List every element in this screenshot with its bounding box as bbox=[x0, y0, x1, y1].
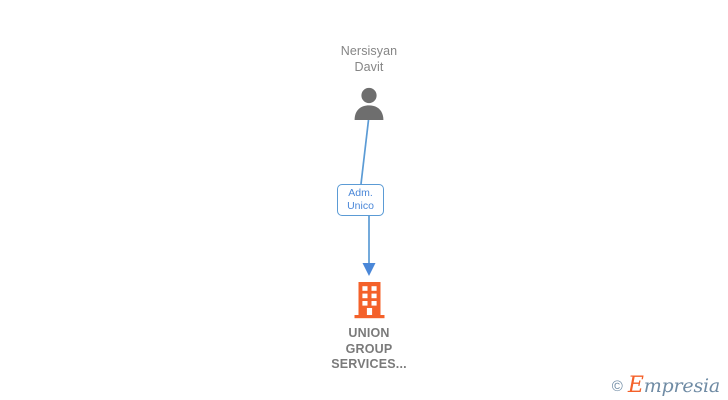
relationship-label-box[interactable]: Adm. Unico bbox=[337, 184, 384, 216]
watermark: © Empresia bbox=[611, 373, 720, 398]
person-icon bbox=[299, 83, 439, 121]
relationship-label-text: Adm. Unico bbox=[347, 187, 374, 212]
building-icon bbox=[354, 282, 384, 319]
copyright-icon: © bbox=[611, 377, 623, 395]
connector-arrowhead-icon bbox=[362, 263, 376, 276]
person-silhouette-icon bbox=[354, 87, 384, 120]
company-name-label: UNION GROUP SERVICES... bbox=[331, 326, 407, 371]
brand-logo: Empresia bbox=[627, 373, 720, 398]
brand-initial-letter: E bbox=[627, 373, 644, 398]
connector-line-upper bbox=[360, 119, 370, 185]
brand-name-rest: mpresia bbox=[643, 375, 720, 397]
person-name-label: Nersisyan Davit bbox=[340, 44, 398, 74]
node-person[interactable]: Nersisyan Davit bbox=[299, 44, 439, 121]
company-icon bbox=[299, 279, 439, 321]
node-company[interactable]: UNION GROUP SERVICES... bbox=[299, 279, 439, 373]
